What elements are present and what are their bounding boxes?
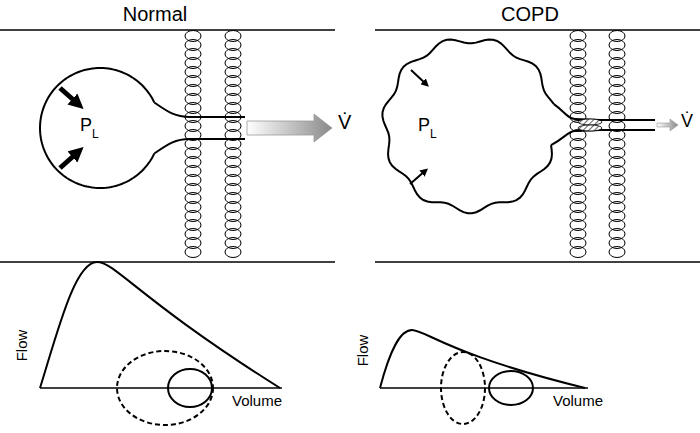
tidal-loop-rest [489,371,533,405]
flow-volume-curve [380,330,585,388]
pressure-arrow [60,88,78,104]
pressure-subscript: L [92,128,99,140]
tidal-loop-exercise [117,351,213,425]
flow-symbol: V̇ [338,112,351,132]
panel-wall [375,29,700,31]
tidal-loop-exercise [441,352,485,424]
airway [154,103,245,117]
airway [554,104,655,120]
pressure-symbol: P [80,116,92,134]
elastic-fiber [570,247,586,258]
panel-wall [0,29,335,31]
airway-narrowing [578,125,602,131]
axis-label: Flow [14,329,29,361]
airway-narrowing [578,119,602,125]
elastic-fiber [225,247,241,258]
panel-wall [375,261,700,263]
axis-label: Volume [553,393,603,408]
panel-wall [0,261,335,263]
flow-arrow [657,119,678,131]
flow-volume-curve [40,262,280,388]
tidal-loop-rest [168,369,212,407]
airway [154,139,245,153]
pressure-arrow [410,171,425,184]
alveolus [40,68,154,188]
panel-title: Normal [123,4,187,24]
panel-title: COPD [501,4,559,24]
axis-label: Volume [232,393,282,408]
flow-symbol: V̇ [681,112,693,130]
axis-label: Flow [355,334,370,366]
pressure-arrow [60,152,78,168]
flow-arrow [247,114,332,142]
pressure-subscript: L [430,128,437,140]
elastic-fiber [185,247,201,258]
alveolus [382,40,553,214]
pressure-arrow [411,70,426,84]
pressure-symbol: P [418,116,430,134]
airway [551,130,655,145]
elastic-fiber [609,247,625,258]
volume-axis [40,387,282,389]
